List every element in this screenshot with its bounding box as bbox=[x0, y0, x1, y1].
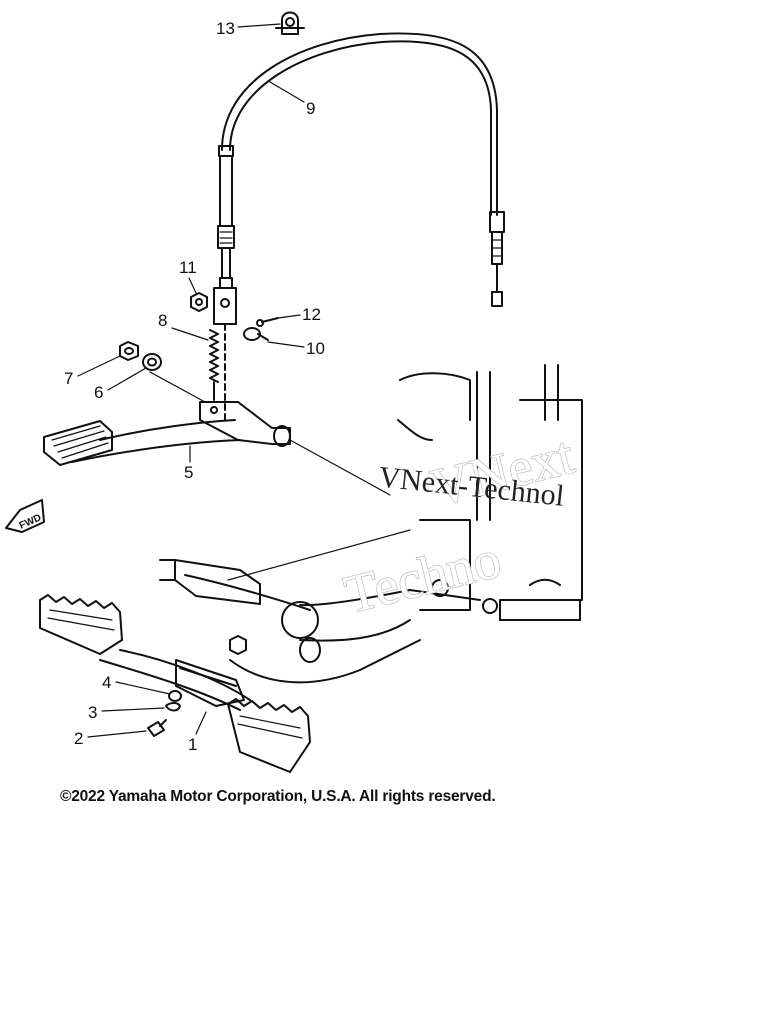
callout-3: 3 bbox=[88, 703, 165, 722]
callout-13: 13 bbox=[216, 19, 281, 38]
svg-text:5: 5 bbox=[184, 463, 193, 482]
svg-text:9: 9 bbox=[306, 99, 315, 118]
footrest-bar bbox=[99, 559, 481, 711]
callout-8: 8 bbox=[158, 311, 209, 341]
callout-9: 9 bbox=[269, 81, 315, 118]
svg-text:1: 1 bbox=[188, 735, 197, 754]
callout-7: 7 bbox=[64, 355, 121, 388]
callout-10: 10 bbox=[267, 339, 325, 358]
frame bbox=[397, 364, 583, 621]
svg-text:11: 11 bbox=[179, 258, 197, 277]
bolt-2 bbox=[147, 719, 167, 737]
footrest-bracket bbox=[175, 635, 247, 707]
clevis bbox=[213, 287, 237, 421]
svg-text:10: 10 bbox=[306, 339, 325, 358]
callout-4: 4 bbox=[102, 673, 171, 695]
callout-2: 2 bbox=[74, 729, 147, 748]
svg-text:12: 12 bbox=[302, 305, 321, 324]
footpeg-right bbox=[227, 698, 311, 773]
brake-pedal bbox=[43, 371, 291, 466]
spring-8 bbox=[209, 329, 219, 401]
svg-text:13: 13 bbox=[216, 19, 235, 38]
spring-washer-3 bbox=[165, 702, 181, 712]
callout-1: 1 bbox=[188, 711, 207, 754]
pin-10 bbox=[243, 327, 269, 341]
nut-7 bbox=[119, 341, 139, 361]
cotter-pin-12 bbox=[256, 317, 279, 327]
leader-line bbox=[227, 529, 411, 581]
svg-text:7: 7 bbox=[64, 369, 73, 388]
copyright-notice: ©2022 Yamaha Motor Corporation, U.S.A. A… bbox=[60, 788, 496, 805]
leader-line bbox=[289, 439, 391, 496]
washer-4 bbox=[168, 690, 182, 702]
clamp-part bbox=[275, 11, 305, 35]
footpeg-left bbox=[39, 594, 123, 655]
brake-cable bbox=[217, 32, 505, 307]
callout-12: 12 bbox=[277, 305, 321, 324]
watermark: VNext Techno VNext-Technol bbox=[338, 424, 580, 625]
svg-text:8: 8 bbox=[158, 311, 167, 330]
callout-6: 6 bbox=[94, 367, 147, 402]
callout-11: 11 bbox=[179, 258, 197, 294]
svg-text:4: 4 bbox=[102, 673, 111, 692]
fwd-arrow: FWD bbox=[5, 499, 45, 533]
svg-text:3: 3 bbox=[88, 703, 97, 722]
svg-text:6: 6 bbox=[94, 383, 103, 402]
callout-5: 5 bbox=[184, 445, 193, 482]
nut-11 bbox=[190, 292, 208, 312]
washer-6 bbox=[142, 353, 162, 371]
svg-text:2: 2 bbox=[74, 729, 83, 748]
